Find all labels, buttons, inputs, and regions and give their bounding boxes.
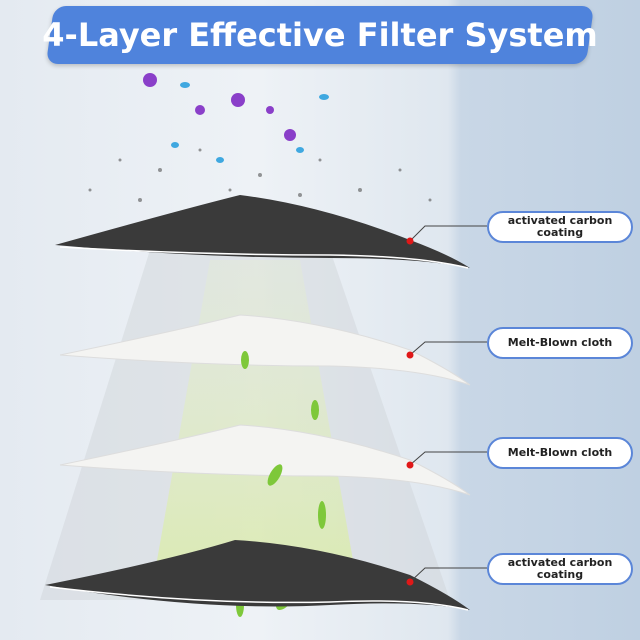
label-meltblown-2: Melt-Blown cloth	[487, 437, 633, 469]
particle-cloud	[88, 148, 432, 202]
callout-lines	[409, 225, 487, 583]
label-meltblown-1: Melt-Blown cloth	[487, 327, 633, 359]
meltblown-layer-2	[59, 424, 471, 496]
marker-dots	[406, 237, 414, 586]
page-title: 4-Layer Effective Filter System	[42, 16, 598, 54]
germ-particles	[143, 73, 296, 141]
pollen-particles	[171, 82, 329, 163]
carbon-layer-bottom	[45, 540, 470, 610]
label-activated-carbon-bottom: activated carbon coating	[487, 553, 633, 585]
carbon-layer-top	[55, 195, 470, 268]
label-activated-carbon-top: activated carbon coating	[487, 211, 633, 243]
